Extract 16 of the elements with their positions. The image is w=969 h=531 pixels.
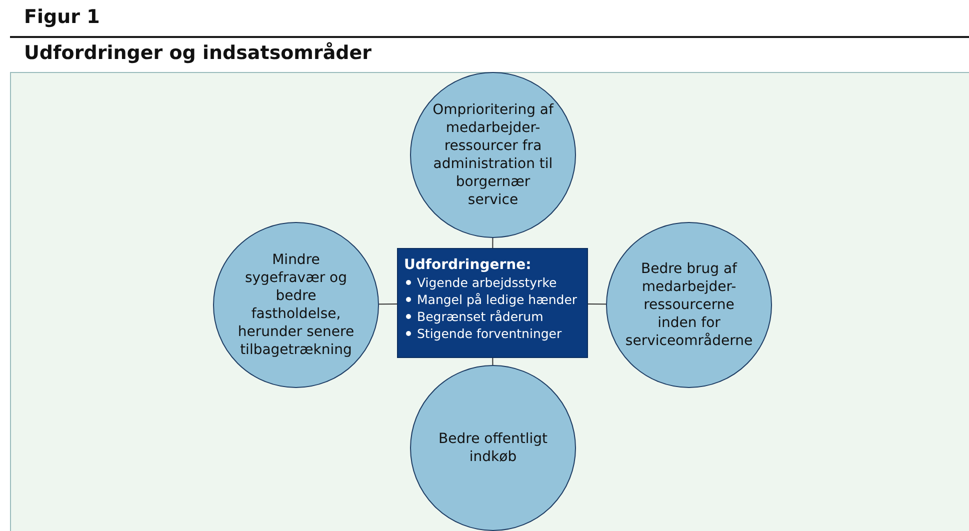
challenge-box [397,248,588,358]
diagram-title: Udfordringer og indsatsområder [24,42,372,64]
figure-number: Figur 1 [24,6,100,28]
circle-text: Omprioritering af medarbejder-ressourcer fra administration til borgernær service [432,101,555,209]
connector-line [588,303,606,305]
circle-text: Bedre brug af medarbejder-ressourcerne inden for serviceområderne [625,260,753,350]
bullet-item: Begrænset råderum [417,308,544,325]
bullet-item: Vigende arbejdsstyrke [417,274,557,291]
circle-text: Mindre sygefravær og bedre fastholdelse, herunder senere tilbagetrækning [236,251,356,359]
box-heading: Udfordringerne: [404,257,532,274]
bullet-item: Stigende forventninger [417,325,562,342]
circle-text: Bedre offentligt indkøb [438,430,548,466]
connector-line [492,238,494,248]
connector-line [492,358,494,366]
connector-line [378,303,398,305]
bullet-item: Mangel på ledige hænder [417,291,578,308]
